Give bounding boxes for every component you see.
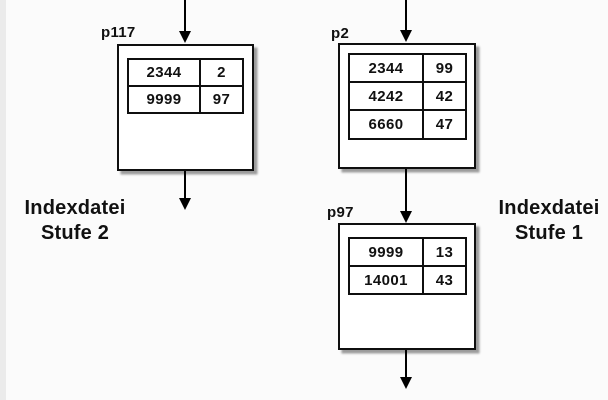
table-cell-ptr: 99 (424, 55, 465, 83)
arrow-line (405, 0, 407, 31)
caption-line-1: Indexdatei (498, 197, 600, 219)
arrow-down-icon (400, 30, 412, 42)
node-table-p2: 2344 99 4242 42 6660 47 (348, 53, 467, 140)
table-cell-key: 2344 (129, 60, 201, 87)
caption-line-2: Stufe 2 (40, 222, 110, 244)
table-cell-key: 4242 (350, 83, 424, 111)
table-cell-ptr: 13 (424, 239, 465, 267)
table-cell-key: 2344 (350, 55, 424, 83)
table-cell-ptr: 97 (201, 87, 242, 112)
table-cell-key: 6660 (350, 111, 424, 138)
arrow-down-icon (400, 211, 412, 223)
table-cell-ptr: 2 (201, 60, 242, 87)
node-label-p2: p2 (331, 25, 350, 42)
caption-indexdatei-stufe-2: Indexdatei Stufe 2 (15, 196, 135, 246)
table-cell-key: 9999 (350, 239, 424, 267)
caption-line-2: Stufe 1 (514, 222, 584, 244)
arrow-line (405, 350, 407, 378)
arrow-down-icon (179, 31, 191, 43)
node-label-p117: p117 (101, 24, 136, 41)
node-table-p117: 2344 2 9999 97 (127, 58, 244, 114)
table-cell-ptr: 47 (424, 111, 465, 138)
arrow-down-icon (400, 377, 412, 389)
table-cell-ptr: 42 (424, 83, 465, 111)
page-edge-strip (0, 0, 6, 400)
caption-line-1: Indexdatei (24, 197, 126, 219)
node-table-p97: 9999 13 14001 43 (348, 237, 467, 295)
table-cell-key: 14001 (350, 267, 424, 293)
arrow-line (184, 171, 186, 199)
caption-indexdatei-stufe-1: Indexdatei Stufe 1 (489, 196, 608, 246)
arrow-line (184, 0, 186, 32)
arrow-down-icon (179, 198, 191, 210)
table-cell-ptr: 43 (424, 267, 465, 293)
arrow-line (405, 169, 407, 212)
table-cell-key: 9999 (129, 87, 201, 112)
node-label-p97: p97 (327, 204, 354, 221)
